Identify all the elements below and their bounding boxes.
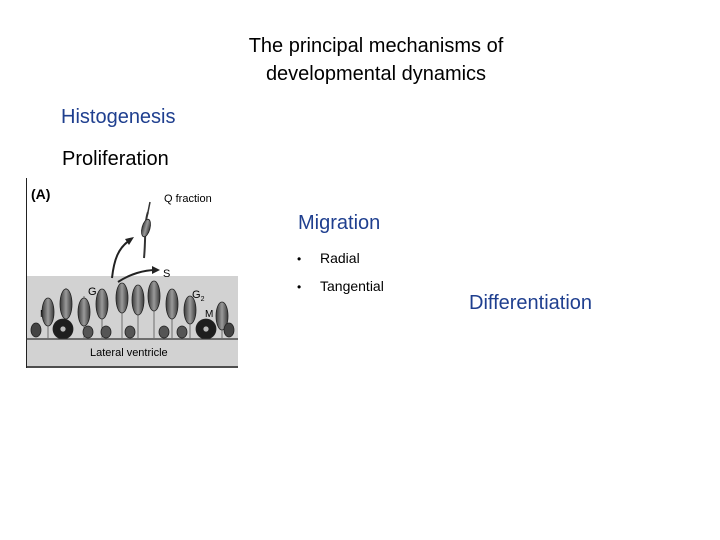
q-fraction-label: Q fraction xyxy=(164,193,212,205)
list-item: • Radial xyxy=(297,248,384,276)
proliferation-heading: Proliferation xyxy=(62,148,169,170)
m-right-label: M xyxy=(205,309,213,320)
ventricle-label: Lateral ventricle xyxy=(90,347,168,359)
histogenesis-heading: Histogenesis xyxy=(61,106,176,128)
bullet-icon: • xyxy=(297,252,302,266)
arrow-head-lower xyxy=(152,266,160,274)
migration-item-tangential: Tangential xyxy=(320,278,384,294)
g2-subscript: 2 xyxy=(201,296,205,303)
migrating-leading-process xyxy=(147,201,151,213)
slide-title: The principal mechanisms of developmenta… xyxy=(180,32,572,88)
arrow-head-upper xyxy=(125,237,134,245)
title-line-1: The principal mechanisms of xyxy=(248,35,504,57)
list-item: • Tangential xyxy=(297,276,384,304)
differentiation-heading: Differentiation xyxy=(469,292,593,314)
title-line-2: developmental dynamics xyxy=(265,63,487,85)
g2-letter: G xyxy=(192,289,201,301)
migration-heading: Migration xyxy=(298,212,381,234)
bullet-icon: • xyxy=(297,280,302,294)
g1-letter: G xyxy=(88,286,97,298)
s-phase-label: S xyxy=(163,268,170,280)
migration-item-radial: Radial xyxy=(320,250,360,266)
neuroepithelial-cells xyxy=(30,280,235,340)
cell-cycle-figure: (A) Q fraction S G1 G2 M M Lateral ventr… xyxy=(26,178,238,368)
migrating-cell xyxy=(141,218,151,238)
migration-list: • Radial • Tangential xyxy=(297,248,384,304)
g2-label: G2 xyxy=(192,289,205,303)
panel-label: (A) xyxy=(31,186,50,202)
